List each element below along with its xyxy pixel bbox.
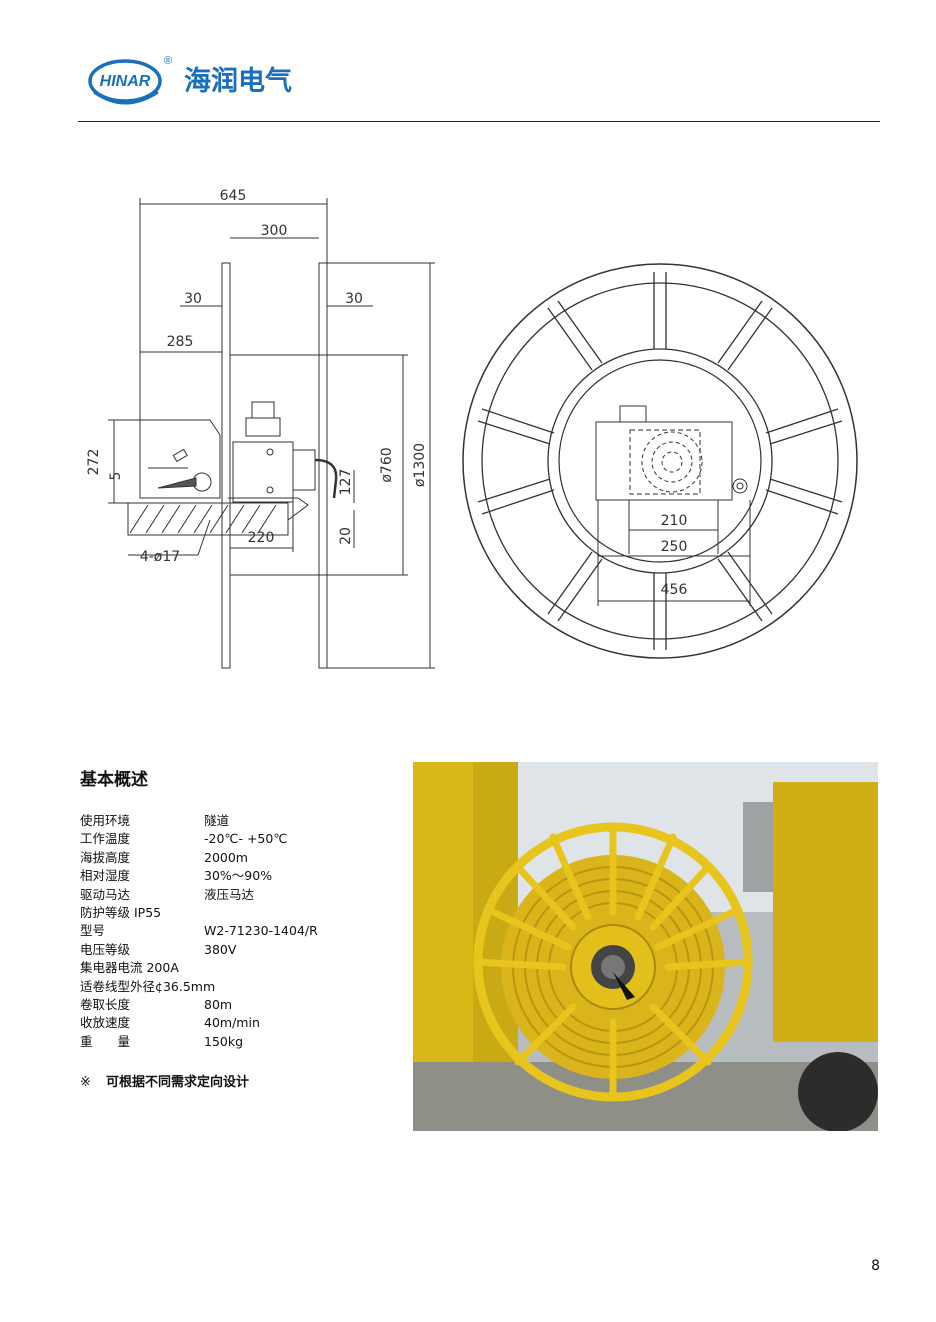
dim-300: 300 [261, 223, 288, 239]
spec-label: 收放速度 [80, 1015, 131, 1031]
spec-label: 卷取长度 [80, 997, 131, 1013]
dim-272: 272 [86, 449, 102, 476]
spec-label: 防护等级 IP55 [80, 905, 162, 921]
spec-table: 使用环境 隧道工作温度 -20℃- +50℃ 海拔高度 2000m 相对湿度 30%～90%… [80, 812, 318, 1051]
spec-row: 使用环境 隧道 [80, 812, 318, 830]
spec-row: 相对湿度 30%～90% [80, 867, 318, 885]
spec-label: 集电器电流 200A [80, 960, 179, 976]
page-number: 8 [871, 1258, 880, 1274]
outer-ring [462, 263, 858, 659]
drum-circle [547, 348, 773, 574]
spec-value: 150kg [204, 1033, 244, 1049]
spec-value: 隧道 [204, 813, 230, 828]
dim-30-right: 30 [345, 291, 363, 307]
drum [229, 354, 320, 576]
note-mark: ※ [80, 1075, 91, 1090]
design-note: ※ 可根据不同需求定向设计 [80, 1071, 249, 1090]
base-plate [127, 502, 289, 536]
spec-value: 80m [204, 997, 233, 1013]
spec-row: 重 量 150kg [80, 1033, 318, 1051]
registered-mark: ® [164, 55, 172, 67]
spec-row: 适卷线型外径¢36.5mm [80, 978, 318, 996]
spec-label: 使用环境 [80, 813, 131, 828]
note-text: 可根据不同需求定向设计 [106, 1075, 250, 1090]
dim-250: 250 [661, 539, 688, 555]
spec-row: 工作温度 -20℃- +50℃ [80, 830, 318, 848]
spec-row: 驱动马达 液压马达 [80, 886, 318, 904]
hub-motor [595, 421, 733, 501]
spec-value: 30%～90% [204, 868, 273, 884]
dim-d760: ø760 [379, 447, 395, 482]
spec-label: 重 量 [80, 1033, 131, 1049]
dim-456: 456 [661, 582, 688, 598]
spec-label: 海拔高度 [80, 849, 131, 865]
spec-value: -20℃- +50℃ [204, 831, 288, 847]
reel-engineering-drawing: 645 300 30 30 285 272 5 127 20 220 4-ø17… [86, 188, 858, 669]
header-divider [78, 121, 880, 122]
dim-30-left: 30 [184, 291, 202, 307]
dim-d1300: ø1300 [412, 443, 428, 487]
company-logo: HINAR ® 海润电气 [88, 55, 292, 105]
spec-row: 防护等级 IP55 [80, 904, 318, 922]
motor-block [139, 419, 221, 499]
dim-285: 285 [167, 334, 194, 350]
company-name: 海润电气 [184, 65, 292, 97]
dim-20: 20 [338, 527, 354, 545]
product-photo [413, 762, 878, 1131]
dim-645: 645 [220, 188, 247, 204]
spec-section-title: 基本概述 [80, 770, 148, 790]
dim-4-holes: 4-ø17 [140, 549, 180, 565]
spec-value: 380V [204, 941, 237, 957]
gearbox [232, 441, 294, 503]
spec-label: 适卷线型外径¢36.5mm [80, 978, 216, 994]
spokes [477, 272, 843, 650]
spec-row: 卷取长度 80m [80, 996, 318, 1014]
dim-127: 127 [338, 469, 354, 496]
spec-value: 2000m [204, 849, 248, 865]
left-flange [221, 262, 231, 669]
spec-row: 电压等级 380V [80, 941, 318, 959]
spec-label: 型号 [80, 923, 106, 939]
spec-row: 海拔高度 2000m [80, 849, 318, 867]
dim-220: 220 [248, 530, 275, 546]
spec-label: 工作温度 [80, 831, 131, 847]
reel-illustration [473, 822, 753, 1102]
spec-row: 型号 W2-71230-1404/R [80, 922, 318, 940]
spec-row: 集电器电流 200A [80, 959, 318, 977]
logo-wordmark: HINAR [100, 73, 151, 90]
right-flange [318, 262, 328, 669]
spec-row: 收放速度 40m/min [80, 1014, 318, 1032]
spec-value: 液压马达 [204, 886, 255, 902]
dim-5: 5 [108, 472, 124, 481]
spec-label: 电压等级 [80, 941, 131, 957]
spec-value: W2-71230-1404/R [204, 923, 318, 939]
spec-label: 驱动马达 [80, 886, 131, 902]
dim-210: 210 [661, 513, 688, 529]
spec-value: 40m/min [204, 1015, 260, 1031]
spec-label: 相对湿度 [80, 868, 131, 884]
